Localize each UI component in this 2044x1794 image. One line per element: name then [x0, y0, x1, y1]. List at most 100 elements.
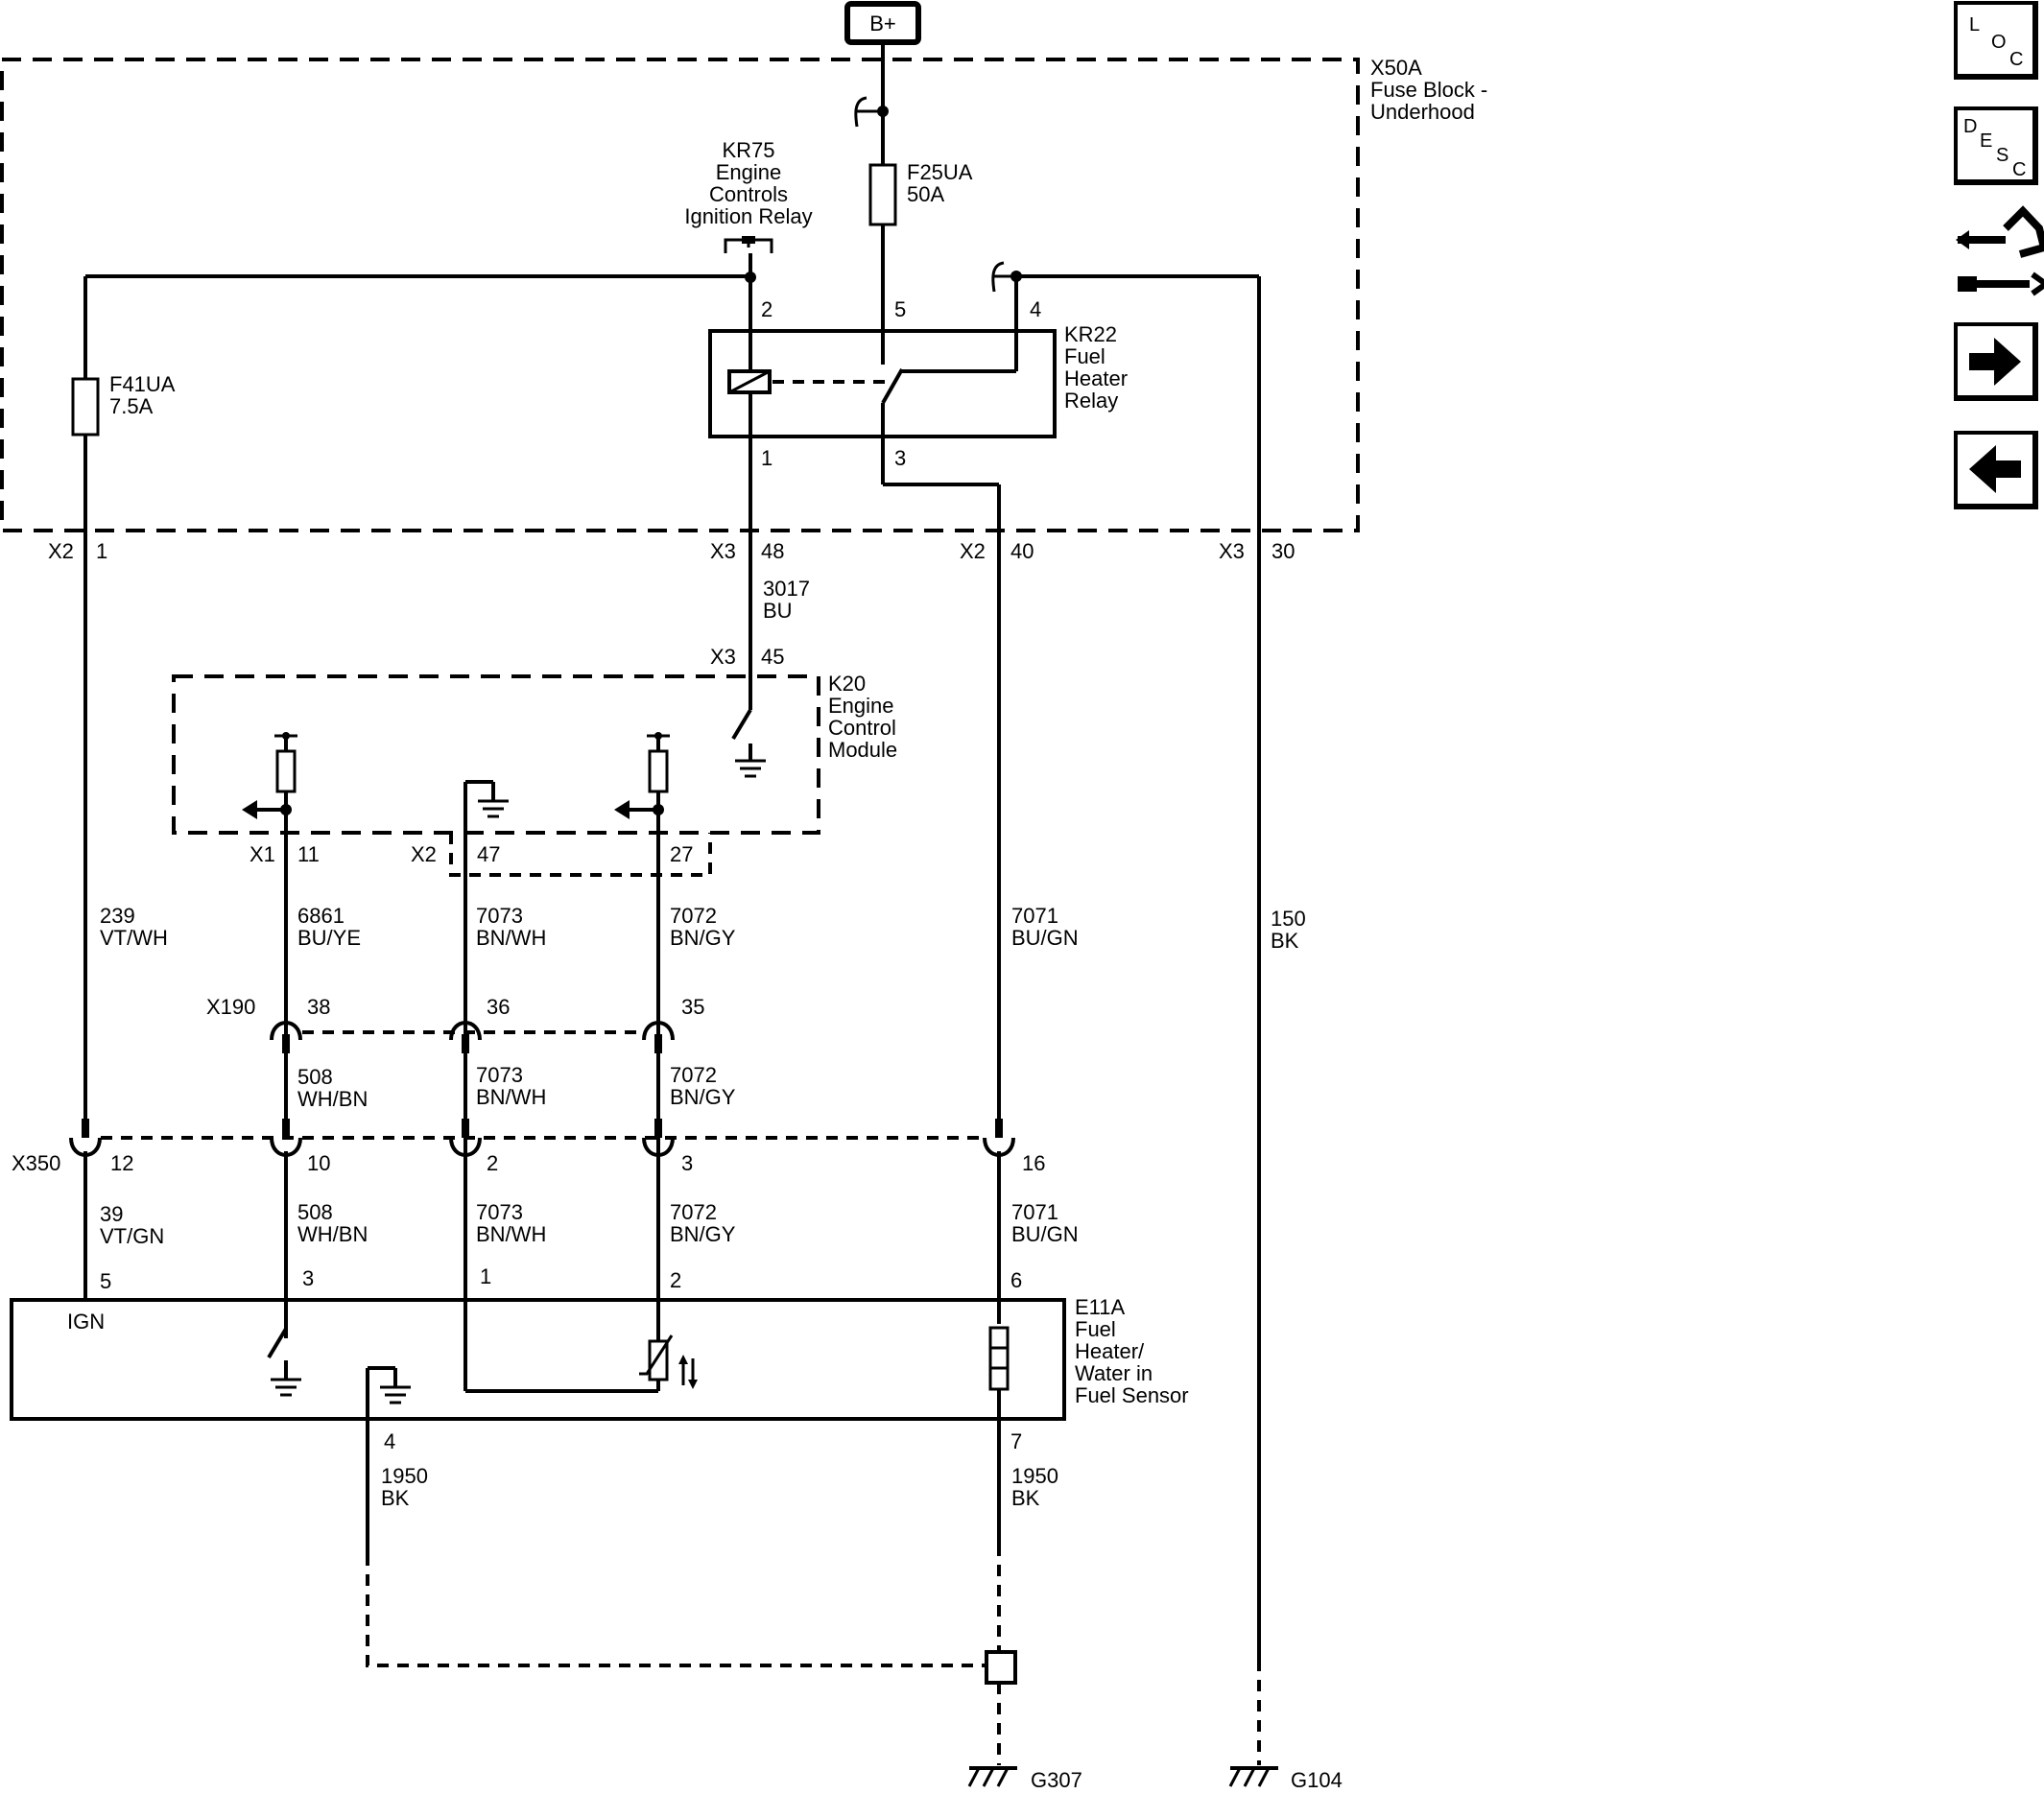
svg-text:7073: 7073 [476, 1200, 523, 1224]
ground-g307-label: G307 [1031, 1768, 1082, 1789]
next-arrow-icon[interactable] [1954, 322, 2038, 401]
fb-conn-x3b: X3 [1219, 539, 1245, 563]
schematic-connector-icon[interactable] [1956, 205, 2044, 296]
desc-button[interactable]: D E S C [1954, 106, 2038, 185]
ecm-x2-pin47: 47 [477, 842, 500, 866]
ecm-x2-pin27: 27 [670, 842, 693, 866]
svg-text:WH/BN: WH/BN [297, 1222, 368, 1246]
svg-text:7072: 7072 [670, 1063, 717, 1087]
svg-text:BK: BK [1011, 1486, 1040, 1510]
svg-text:KR75: KR75 [722, 138, 774, 162]
fb-conn-x2a-pin: 1 [96, 539, 107, 563]
fb-conn-x3a: X3 [710, 539, 736, 563]
ground-g104-label: G104 [1291, 1768, 1343, 1789]
sensor-pin1: 1 [480, 1264, 491, 1288]
svg-text:E: E [1980, 130, 1992, 152]
svg-text:BN/GY: BN/GY [670, 1085, 736, 1109]
x190-pin36: 36 [487, 995, 510, 1019]
relay-kr22-pin3: 3 [894, 446, 906, 470]
svg-text:D: D [1963, 116, 1977, 137]
ecm-ground-icon [463, 780, 509, 1391]
loc-button[interactable]: L O C [1954, 1, 2038, 80]
svg-text:Fuel: Fuel [1064, 344, 1105, 368]
svg-text:L: L [1969, 14, 1980, 35]
sensor-pin5: 5 [100, 1269, 111, 1293]
svg-text:Fuel: Fuel [1075, 1317, 1116, 1341]
svg-text:Fuse Block -: Fuse Block - [1370, 78, 1487, 102]
svg-text:508: 508 [297, 1200, 333, 1224]
relay-kr22-label: KR22 Fuel Heater Relay [1064, 322, 1128, 413]
svg-text:BK: BK [381, 1486, 410, 1510]
svg-text:BU/YE: BU/YE [297, 926, 361, 950]
fuse-f25ua-id: F25UA [907, 160, 973, 184]
fuse-block-border [0, 58, 1360, 532]
previous-arrow-icon[interactable] [1954, 431, 2038, 509]
svg-text:Engine: Engine [716, 160, 782, 184]
svg-text:BU/GN: BU/GN [1011, 1222, 1079, 1246]
water-sensor-switch-icon [267, 1327, 301, 1397]
sensor-ground-icon [366, 1366, 411, 1554]
sensor-e11a-box [10, 1298, 1066, 1421]
svg-text:Heater: Heater [1064, 366, 1128, 390]
bplus-source: B+ [844, 1, 921, 45]
x190-pin35: 35 [681, 995, 704, 1019]
svg-text:Heater/: Heater/ [1075, 1339, 1145, 1363]
relay-kr22-pin1: 1 [761, 446, 772, 470]
svg-text:Control: Control [828, 716, 896, 740]
ecm-x1: X1 [250, 842, 275, 866]
ground-splice-icon [985, 1650, 1017, 1685]
wire-3017-color: BU [763, 599, 793, 623]
ground-icon [735, 744, 766, 778]
ecm-pullup-resistor-2-icon [614, 732, 670, 1391]
svg-text:150: 150 [1271, 907, 1306, 931]
x350-id: X350 [12, 1151, 60, 1175]
ecm-x1-pin: 11 [297, 842, 320, 866]
fb-conn-x2b: X2 [960, 539, 986, 563]
ecm-box [172, 674, 820, 835]
ecm-x2-connector-outline [449, 833, 712, 877]
fuse-f25ua-rating: 50A [907, 182, 944, 206]
x350-pin2: 2 [487, 1151, 498, 1175]
svg-text:Controls: Controls [709, 182, 788, 206]
fuse-f41ua-icon [71, 377, 100, 437]
svg-text:BK: BK [1271, 929, 1299, 953]
fb-conn-x3a-pin: 48 [761, 539, 784, 563]
ecm-label: K20 Engine Control Module [828, 672, 897, 762]
svg-text:Water in: Water in [1075, 1361, 1153, 1385]
sensor-pin2: 2 [670, 1268, 681, 1292]
ecm-pullup-resistor-icon [242, 732, 297, 1122]
x350-pin12: 12 [110, 1151, 133, 1175]
x350-pin10: 10 [307, 1151, 330, 1175]
fb-conn-x3b-pin: 30 [1272, 539, 1295, 563]
svg-text:KR22: KR22 [1064, 322, 1117, 346]
fuse-block-label: X50A Fuse Block - Underhood [1370, 56, 1487, 124]
fuse-f41ua-rating: 7.5A [109, 394, 154, 418]
fuse-f41ua-id: F41UA [109, 372, 176, 396]
svg-text:Module: Module [828, 738, 897, 762]
svg-text:E11A: E11A [1075, 1295, 1126, 1319]
sensor-pin6: 6 [1010, 1268, 1022, 1292]
relay-kr22-pin5: 5 [894, 297, 906, 321]
sensor-pin3: 3 [302, 1266, 314, 1290]
svg-text:K20: K20 [828, 672, 866, 696]
svg-text:7073: 7073 [476, 904, 523, 928]
svg-text:1950: 1950 [381, 1464, 428, 1488]
x190-terminal-icons [270, 1021, 675, 1053]
svg-text:BU/GN: BU/GN [1011, 926, 1079, 950]
svg-text:X50A: X50A [1370, 56, 1422, 80]
ecm-x3-pin: 45 [761, 645, 784, 669]
x190-pin38: 38 [307, 995, 330, 1019]
fuse-f25ua-icon [868, 163, 897, 226]
fb-conn-x2b-pin: 40 [1010, 539, 1034, 563]
